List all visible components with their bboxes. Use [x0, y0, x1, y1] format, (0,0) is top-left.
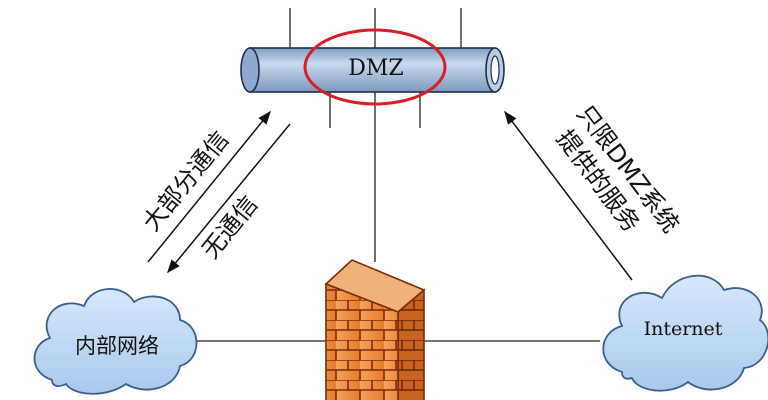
dmz-host-stubs — [289, 8, 462, 128]
internal-network-label: 内部网络 — [75, 334, 159, 358]
left-traffic-arrows — [147, 110, 291, 274]
network-bus-icon — [240, 47, 505, 93]
cloud-icon — [33, 288, 198, 395]
outbound-arrow — [147, 110, 271, 263]
dmz-highlight-ellipse — [303, 28, 447, 106]
internet-label: Internet — [643, 318, 723, 340]
dmz-label: DMZ — [348, 56, 404, 81]
inbound-arrow — [167, 123, 291, 274]
cloud-icon — [602, 274, 768, 392]
internet-to-dmz-arrow — [504, 110, 633, 281]
firewall-icon — [324, 259, 426, 400]
